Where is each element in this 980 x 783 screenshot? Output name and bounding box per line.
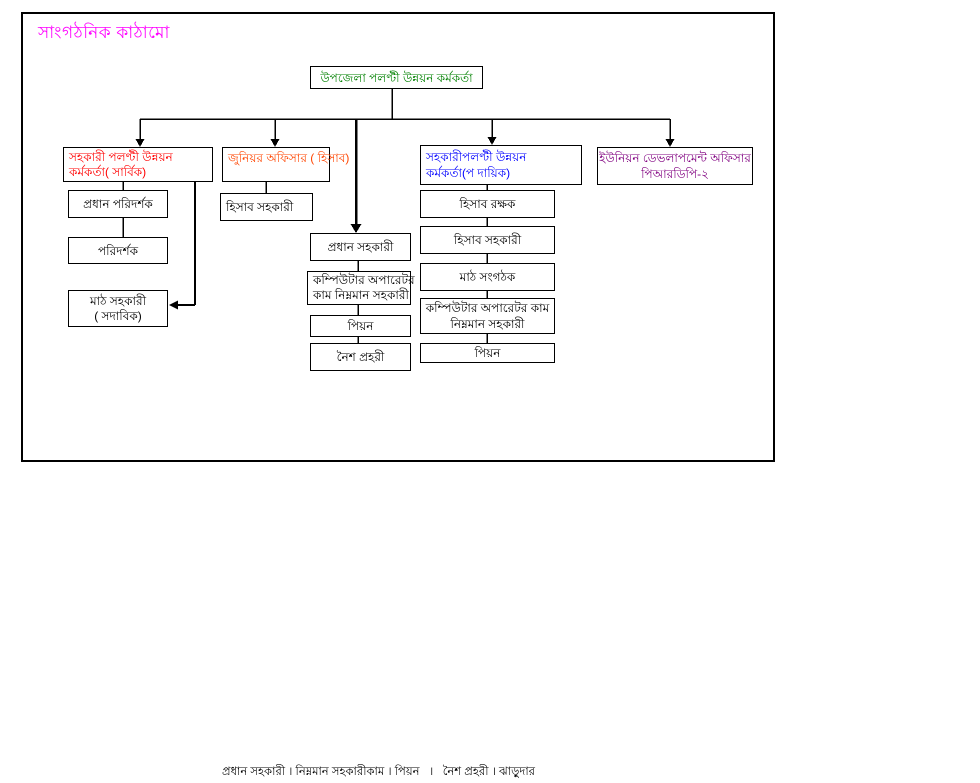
node-chief-inspector: প্রধান পরিদর্শক <box>68 190 168 218</box>
node-accounts-assistant-right: হিসাব সহকারী <box>420 226 555 254</box>
node-accounts-keeper: হিসাব রক্ষক <box>420 190 555 218</box>
node-field-organizer: মাঠ সংগঠক <box>420 263 555 291</box>
page-title: সাংগঠনিক কাঠামো <box>38 23 170 42</box>
node-inspector: পরিদর্শক <box>68 237 168 264</box>
footer-text: প্রধান সহকারী । নিম্নমান সহকারীকাম । পিয… <box>222 766 535 778</box>
node-computer-operator-right: কম্পিউটার অপারেটর কাম নিম্নমান সহকারী <box>420 298 555 334</box>
node-computer-operator-mid: কম্পিউটার অপারেটর কাম নিম্নমান সহকারী <box>307 271 415 305</box>
node-chief-assistant: প্রধান সহকারী <box>310 233 411 261</box>
node-assistant-officer-padayik: সহকারীপলণ্টী উন্নয়ন কর্মকর্তা(প দায়িক) <box>420 145 582 185</box>
node-junior-officer-accounts: জুনিয়র অফিসার ( হিসাব) <box>222 147 349 182</box>
node-peon-mid: পিয়ন <box>310 315 411 337</box>
node-assistant-officer-sarbik: সহকারী পলণ্টী উন্নয়ন কর্মকর্তা( সার্বিক… <box>63 147 213 182</box>
node-union-development-officer: ইউনিয়ন ডেভলাপমেন্ট অফিসার পিআরডিপি-২ <box>597 147 753 185</box>
node-peon-right: পিয়ন <box>420 343 555 363</box>
node-field-assistant: মাঠ সহকারী ( সদাবিক) <box>68 290 168 327</box>
node-root: উপজেলা পলণ্টী উন্নয়ন কর্মকর্তা <box>310 66 483 89</box>
node-accounts-assistant-junior: হিসাব সহকারী <box>220 193 313 221</box>
node-night-guard: নৈশ প্রহরী <box>310 343 411 371</box>
